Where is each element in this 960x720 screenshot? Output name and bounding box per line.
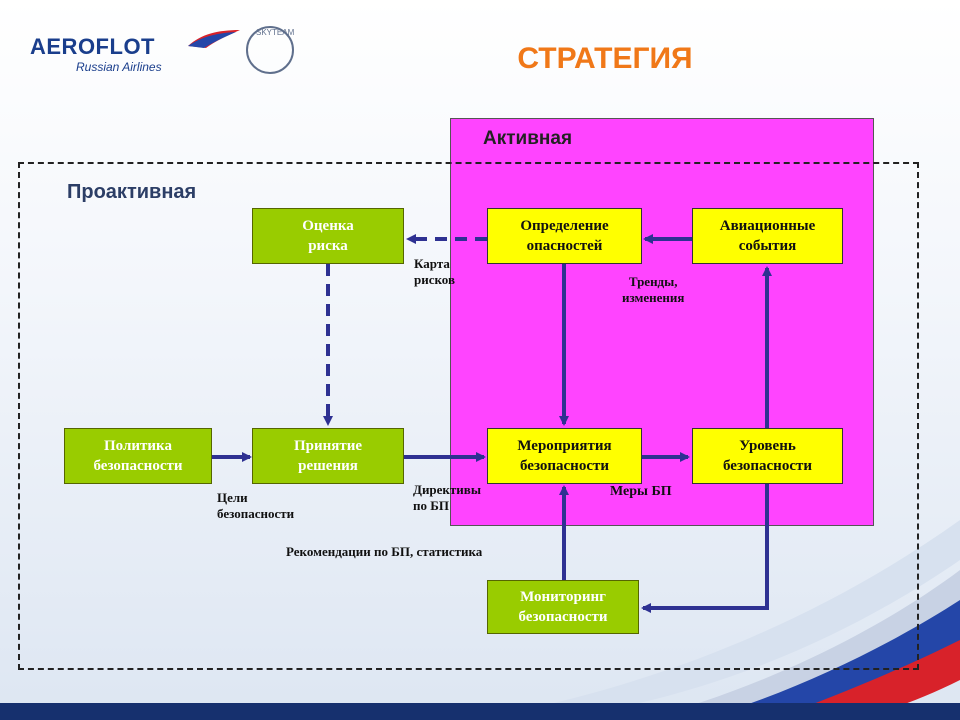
node-decision-making: Принятие решения [252, 428, 404, 484]
page-title: СТРАТЕГИЯ [517, 42, 693, 75]
label-measures: Меры БП [610, 484, 672, 499]
node-safety-measures: Мероприятия безопасности [487, 428, 642, 484]
flag-icon [188, 30, 240, 48]
node-safety-level: Уровень безопасности [692, 428, 843, 484]
label-trends: Тренды, изменения [622, 274, 685, 306]
node-hazard-identification: Определение опасностей [487, 208, 642, 264]
active-region-label: Активная [483, 128, 573, 149]
proactive-region [18, 162, 919, 670]
label-recommendations: Рекомендации по БП, статистика [286, 544, 483, 559]
arrow-level-to-monitoring [641, 483, 769, 613]
label-directives: Директивы по БП [413, 482, 481, 514]
brand-subtitle: Russian Airlines [76, 60, 162, 74]
node-safety-monitoring: Мониторинг безопасности [487, 580, 639, 634]
label-risk-map: Карта рисков [414, 256, 456, 288]
node-safety-policy: Политика безопасности [64, 428, 212, 484]
label-safety-goals: Цели безопасности [217, 490, 295, 522]
brand-logo: AEROFLOT [30, 34, 155, 59]
node-aviation-events: Авиационные события [692, 208, 843, 264]
skyteam-label: SKYTEAM [256, 28, 295, 37]
skyteam-logo [246, 26, 294, 74]
node-risk-assessment: Оценка риска [252, 208, 404, 264]
proactive-region-label: Проактивная [67, 181, 197, 203]
